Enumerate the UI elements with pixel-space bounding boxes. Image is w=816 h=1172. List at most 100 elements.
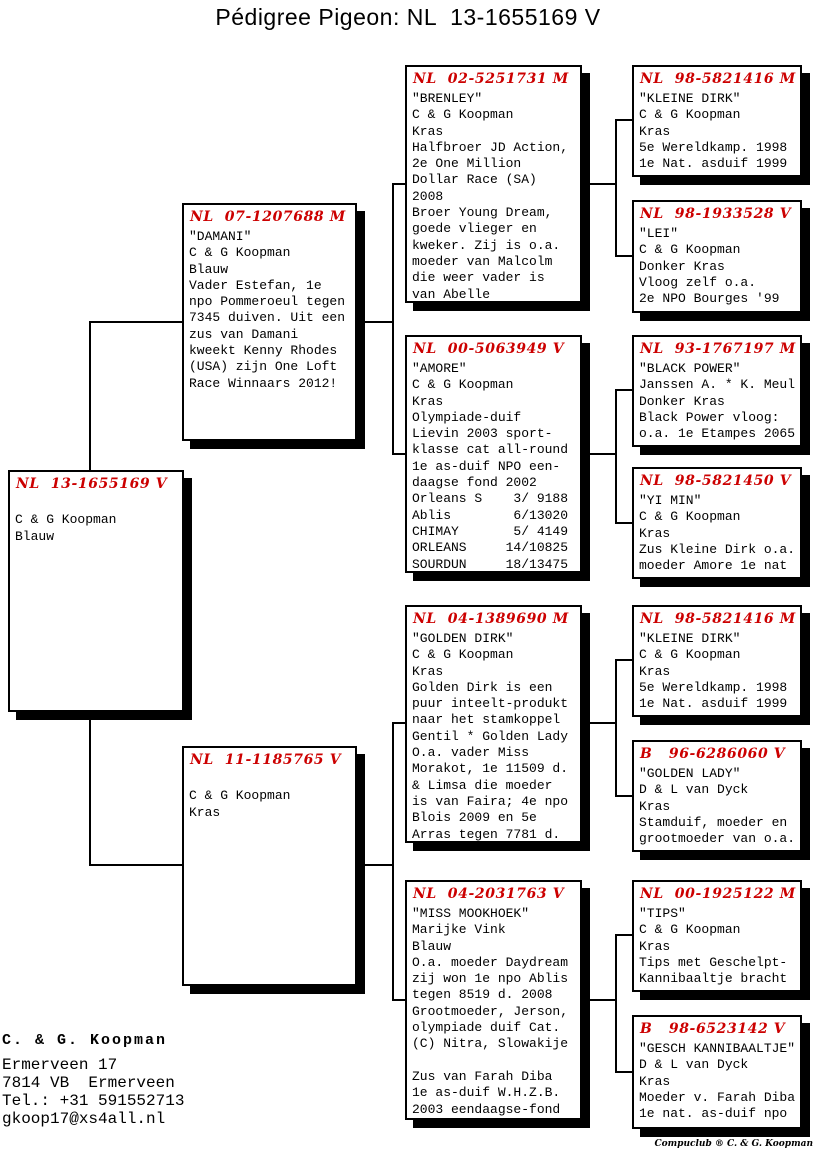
text-line: Kras [639,525,671,541]
text-line: moeder van Malcolm [412,253,553,269]
text-line: "BRENLEY" [412,91,483,106]
connector-line [582,999,617,1001]
text-line: Tel.: +31 591552713 [2,1092,185,1110]
text-line: C & G Koopman [412,377,514,393]
text-line: zus van Damani [189,326,299,342]
text-line [412,1053,575,1069]
pedigree-box-dam-sire-dam[interactable]: B 96-6286060 V "GOLDEN LADY"D & L van Dy… [632,740,802,852]
text-line: olympiade duif Cat. [412,1020,561,1036]
text-line: D & L van Dyck [639,1057,749,1073]
pedigree-box-dam-dam-dam[interactable]: B 98-6523142 V "GESCH KANNIBAALTJE"D & L… [632,1015,802,1129]
text-line: C & G Koopman [639,647,741,663]
text-line: van Abelle [412,286,491,302]
text-line: Black Power vloog: [639,409,780,425]
connector-line [615,389,632,391]
text-line: Race Winnaars 2012! [189,375,338,391]
text-line: naar het stamkoppel [412,712,561,728]
page-title: Pédigree Pigeon: NL 13-1655169 V [215,4,601,30]
text-line: zij won 1e npo Ablis [412,971,569,987]
text-line: C & G Koopman [639,242,741,258]
text-line: C & G Koopman [639,922,741,938]
text-line: C & G Koopman [412,647,514,663]
connector-line [615,119,632,121]
text-line: Dollar Race (SA) [412,172,537,188]
text-line: C & G Koopman [412,107,514,123]
text-line: O.a. vader Miss [412,745,530,761]
text-line: (C) Nitra, Slowakije [412,1036,569,1052]
text-line: CHIMAY 5/ 4149 [412,523,569,539]
ring-number: B 98-6523142 V [640,1021,786,1037]
connector-line [356,321,394,323]
ring-number: NL 11-1185765 V [190,752,342,768]
text-line: C & G Koopman [639,107,741,123]
ring-number: NL 93-1767197 M [640,341,796,357]
text-line: tegen 8519 d. 2008 [412,987,553,1003]
text-line: Ablis 6/13020 [412,507,569,523]
text-line: C & G Koopman [189,245,291,261]
text-line: Kras [639,938,671,954]
text-line: 2003 eendaagse-fond [412,1101,561,1117]
connector-line [582,183,617,185]
ring-number: NL 98-1933528 V [640,206,792,222]
text-line: puur inteelt-produkt [412,696,569,712]
text-line: moeder Amore 1e nat [639,558,788,574]
text-line: O.a. moeder Daydream [412,954,569,970]
ring-number: NL 07-1207688 M [190,209,346,225]
text-line: 2e One Million [412,156,522,172]
text-line [15,496,177,512]
text-line: gkoop17@xs4all.nl [2,1110,166,1128]
text-line: 7345 duiven. Uit een [189,310,346,326]
text-line: Morakot, 1e 11509 d. [412,761,569,777]
text-line: klasse cat all-round [412,442,569,458]
text-line: Kras [412,663,444,679]
text-line: C & G Koopman [189,788,291,804]
text-line: Kras [639,663,671,679]
connector-line [615,934,632,936]
ring-number: NL 00-1925122 M [640,886,796,902]
text-line: "AMORE" [412,361,467,376]
text-line: 1e Nat. asduif 1999 [639,696,788,712]
text-line: "LEI" [639,226,679,241]
text-line: "TIPS" [639,906,686,921]
pedigree-box-sire-dam-sire[interactable]: NL 93-1767197 M "BLACK POWER"Janssen A. … [632,335,802,447]
text-line: kweker. Zij is o.a. [412,237,561,253]
pedigree-box-sire-sire-sire[interactable]: NL 98-5821416 M "KLEINE DIRK"C & G Koopm… [632,65,802,177]
connector-line [356,864,394,866]
text-line: Kras [412,123,444,139]
text-line: Vader Estefan, 1e [189,277,322,293]
text-line: Ermerveen 17 [2,1056,118,1074]
ring-number: NL 04-1389690 M [413,611,569,627]
text-line: Donker Kras [639,258,725,274]
pedigree-box-dam-sire-sire[interactable]: NL 98-5821416 M "KLEINE DIRK"C & G Koopm… [632,605,802,717]
text-line: SOURDUN 18/13475 [412,556,569,572]
ring-number: NL 13-1655169 V [16,476,168,492]
text-line: Kannibaaltje bracht [639,971,788,987]
text-line: 1e as-duif W.H.Z.B. [412,1085,561,1101]
pedigree-box-dam-dam[interactable]: NL 04-2031763 V "MISS MOOKHOEK"Marijke V… [405,880,582,1120]
ring-number: NL 98-5821450 V [640,473,792,489]
connector-line [89,864,182,866]
pedigree-box-dam-sire[interactable]: NL 04-1389690 M "GOLDEN DIRK"C & G Koopm… [405,605,582,843]
loft-name: C. & G. Koopman [2,1032,168,1049]
text-line: Blauw [15,528,55,544]
text-line: "GOLDEN DIRK" [412,631,514,646]
ring-number: NL 98-5821416 M [640,611,796,627]
connector-line [89,710,91,866]
